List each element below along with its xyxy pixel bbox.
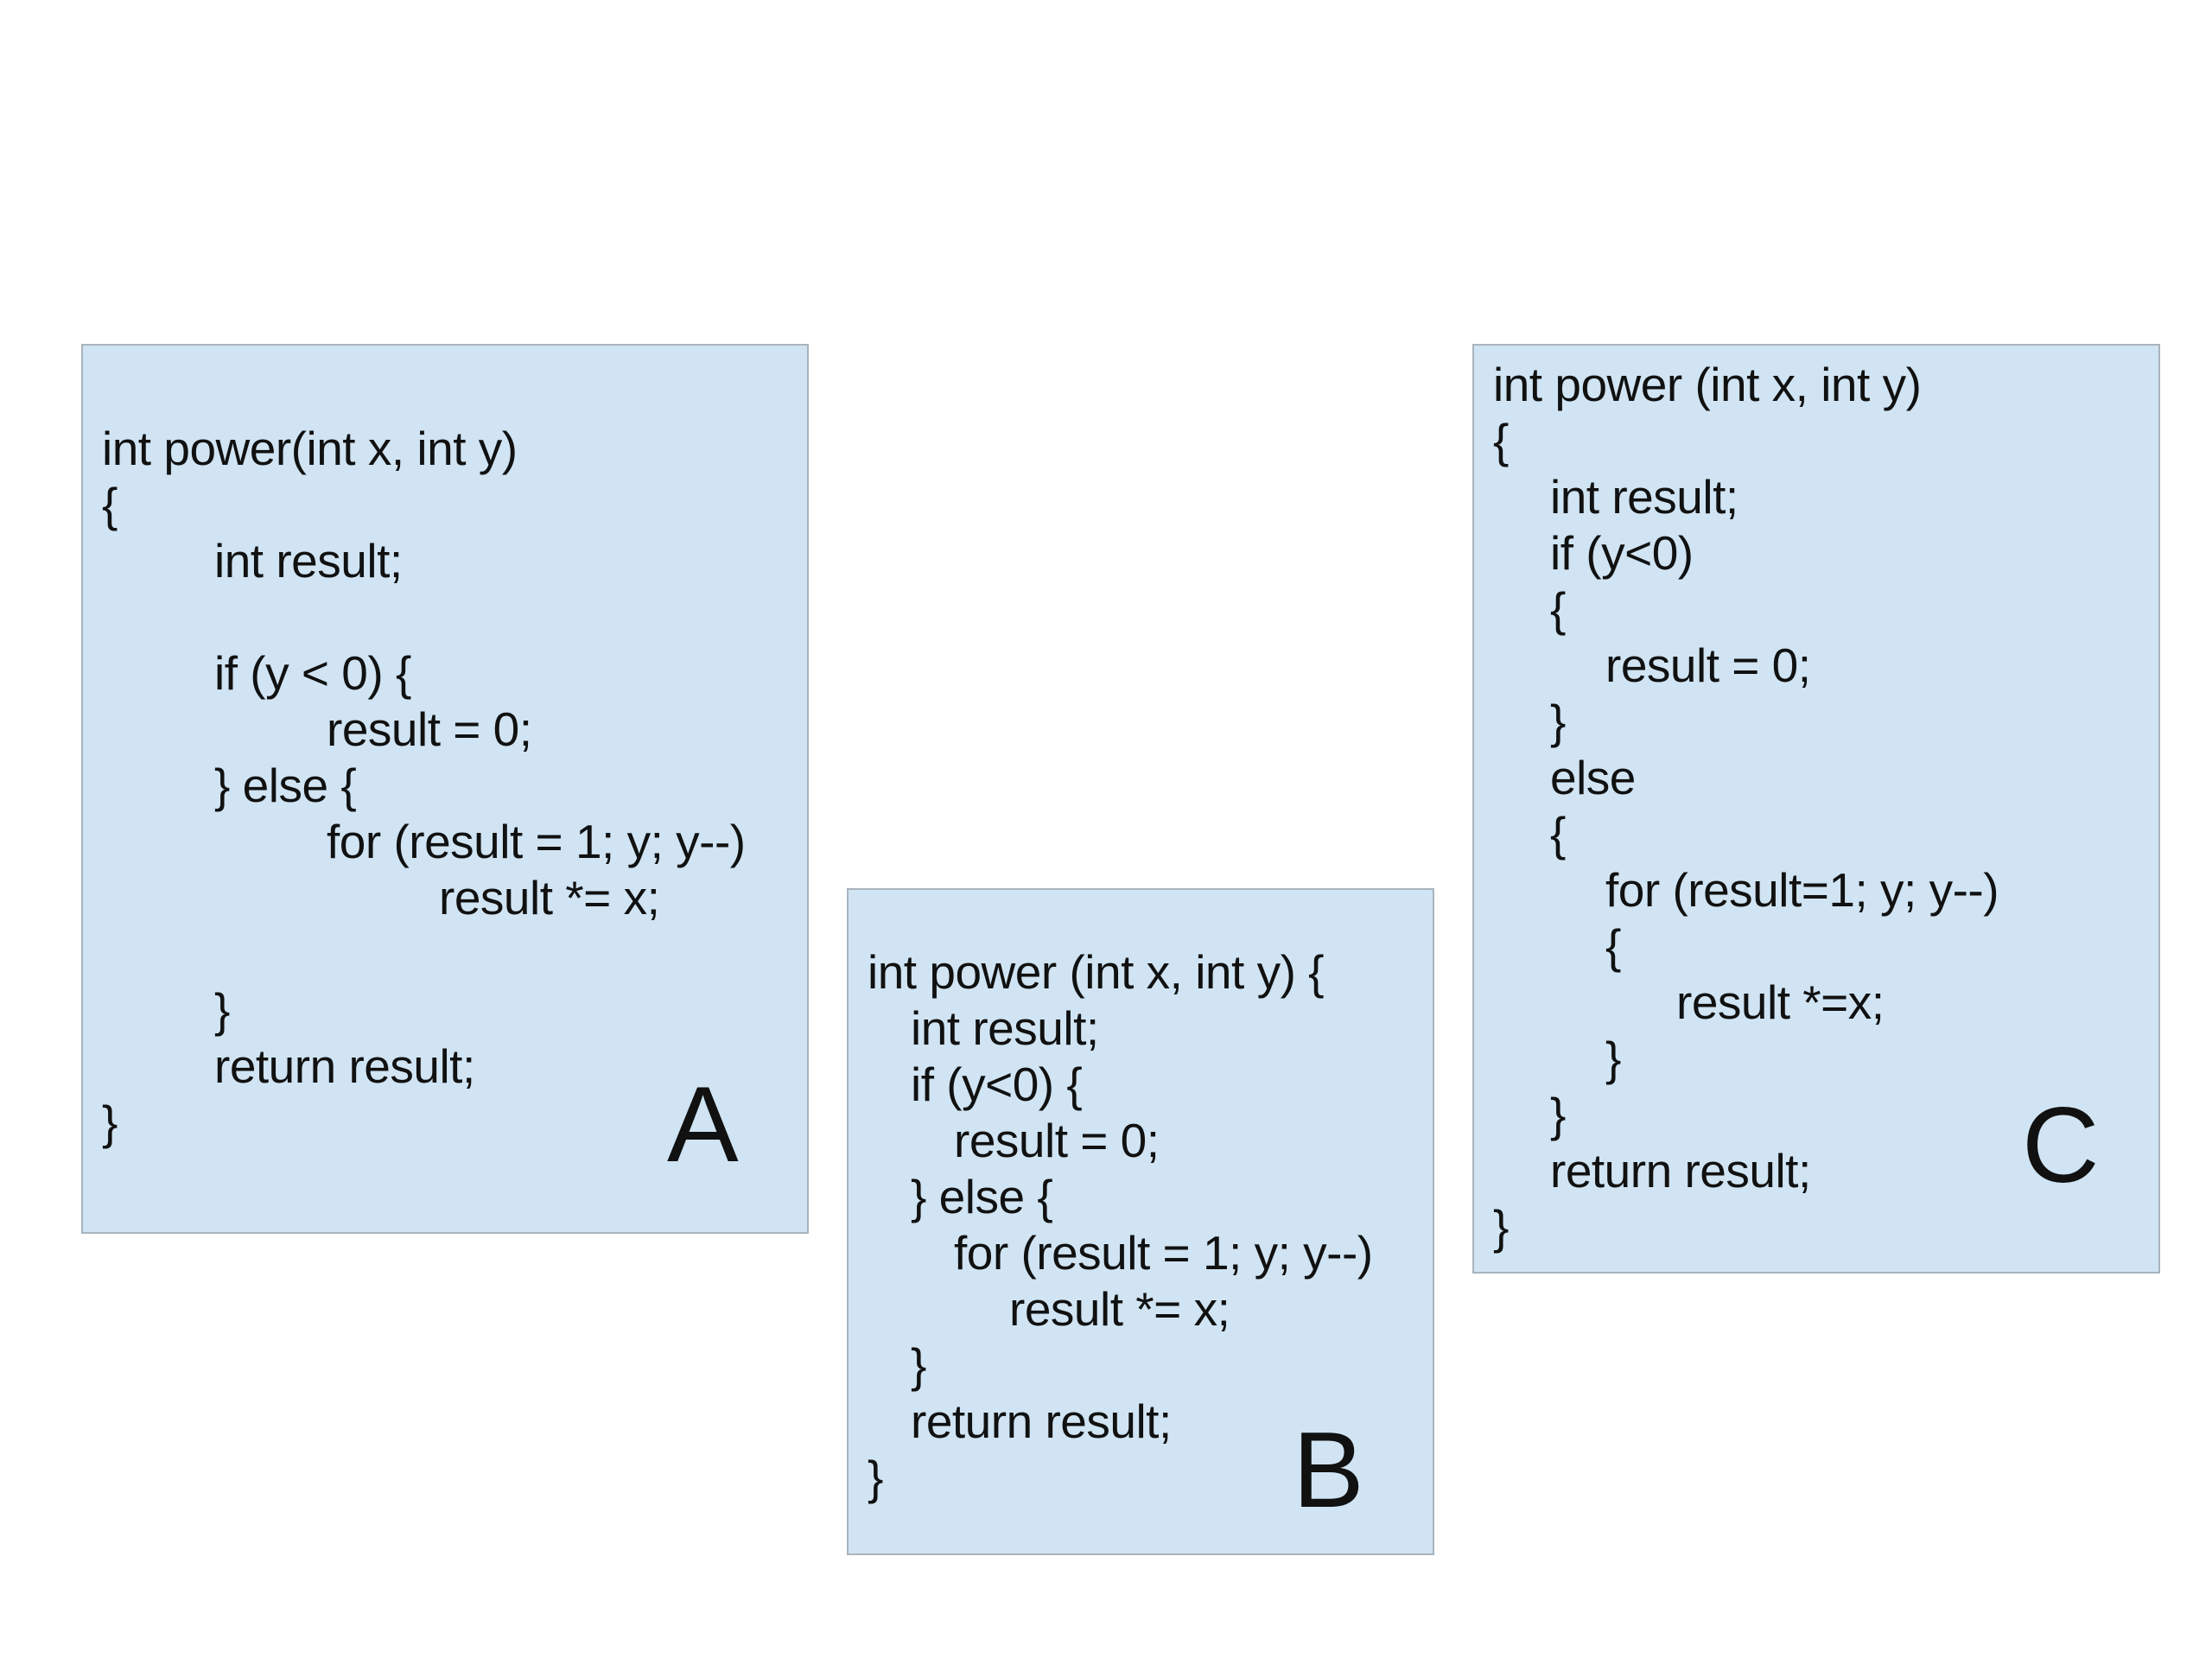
code-line: int result;	[911, 1001, 1099, 1055]
code-line: result = 0;	[954, 1114, 1160, 1167]
code-line: int result;	[1550, 470, 1738, 524]
code-line: int power(int x, int y)	[102, 422, 518, 475]
code-line: }	[102, 1096, 118, 1149]
code-line: for (result=1; y; y--)	[1605, 863, 1999, 917]
code-panel-b: int power (int x, int y) { int result; i…	[847, 888, 1434, 1555]
code-line: return result;	[1550, 1144, 1811, 1197]
code-line: int power (int x, int y)	[1493, 358, 1922, 411]
code-line: result *= x;	[1009, 1282, 1230, 1336]
code-line: }	[1550, 1088, 1566, 1141]
code-line: if (y<0)	[1550, 526, 1694, 580]
code-line: {	[1493, 414, 1509, 467]
panel-label: B	[1293, 1411, 1364, 1530]
code-line: int result;	[214, 534, 403, 588]
code-line: result = 0;	[1605, 638, 1811, 692]
code-line: } else {	[214, 759, 357, 812]
panel-label: A	[667, 1065, 739, 1185]
code-panel-c: int power (int x, int y) { int result; i…	[1472, 344, 2160, 1274]
code-line: }	[214, 983, 230, 1037]
code-line: return result;	[214, 1039, 475, 1093]
code-line: {	[102, 478, 118, 531]
code-line: }	[1550, 695, 1566, 748]
code-line: else	[1550, 751, 1636, 804]
code-line: {	[1605, 919, 1621, 973]
code-line: for (result = 1; y; y--)	[954, 1226, 1373, 1280]
code-panel-a: int power(int x, int y) { int result; if…	[81, 344, 809, 1234]
code-line: {	[1550, 582, 1566, 636]
panel-label: C	[2022, 1086, 2100, 1205]
code-line: result *= x;	[439, 871, 660, 924]
code-line: return result;	[911, 1394, 1172, 1448]
code-line: if (y<0) {	[911, 1058, 1083, 1111]
code-line: }	[1605, 1032, 1621, 1085]
code-line: result = 0;	[327, 702, 532, 756]
code-line: int power (int x, int y) {	[868, 945, 1325, 999]
code-line: result *=x;	[1676, 975, 1885, 1029]
code-line: for (result = 1; y; y--)	[327, 815, 746, 868]
code-line: }	[1493, 1200, 1509, 1254]
code-line: }	[911, 1338, 926, 1392]
code-line: {	[1550, 807, 1566, 861]
code-line: } else {	[911, 1170, 1053, 1223]
code-line: if (y < 0) {	[214, 646, 411, 700]
code-line: }	[868, 1451, 883, 1504]
